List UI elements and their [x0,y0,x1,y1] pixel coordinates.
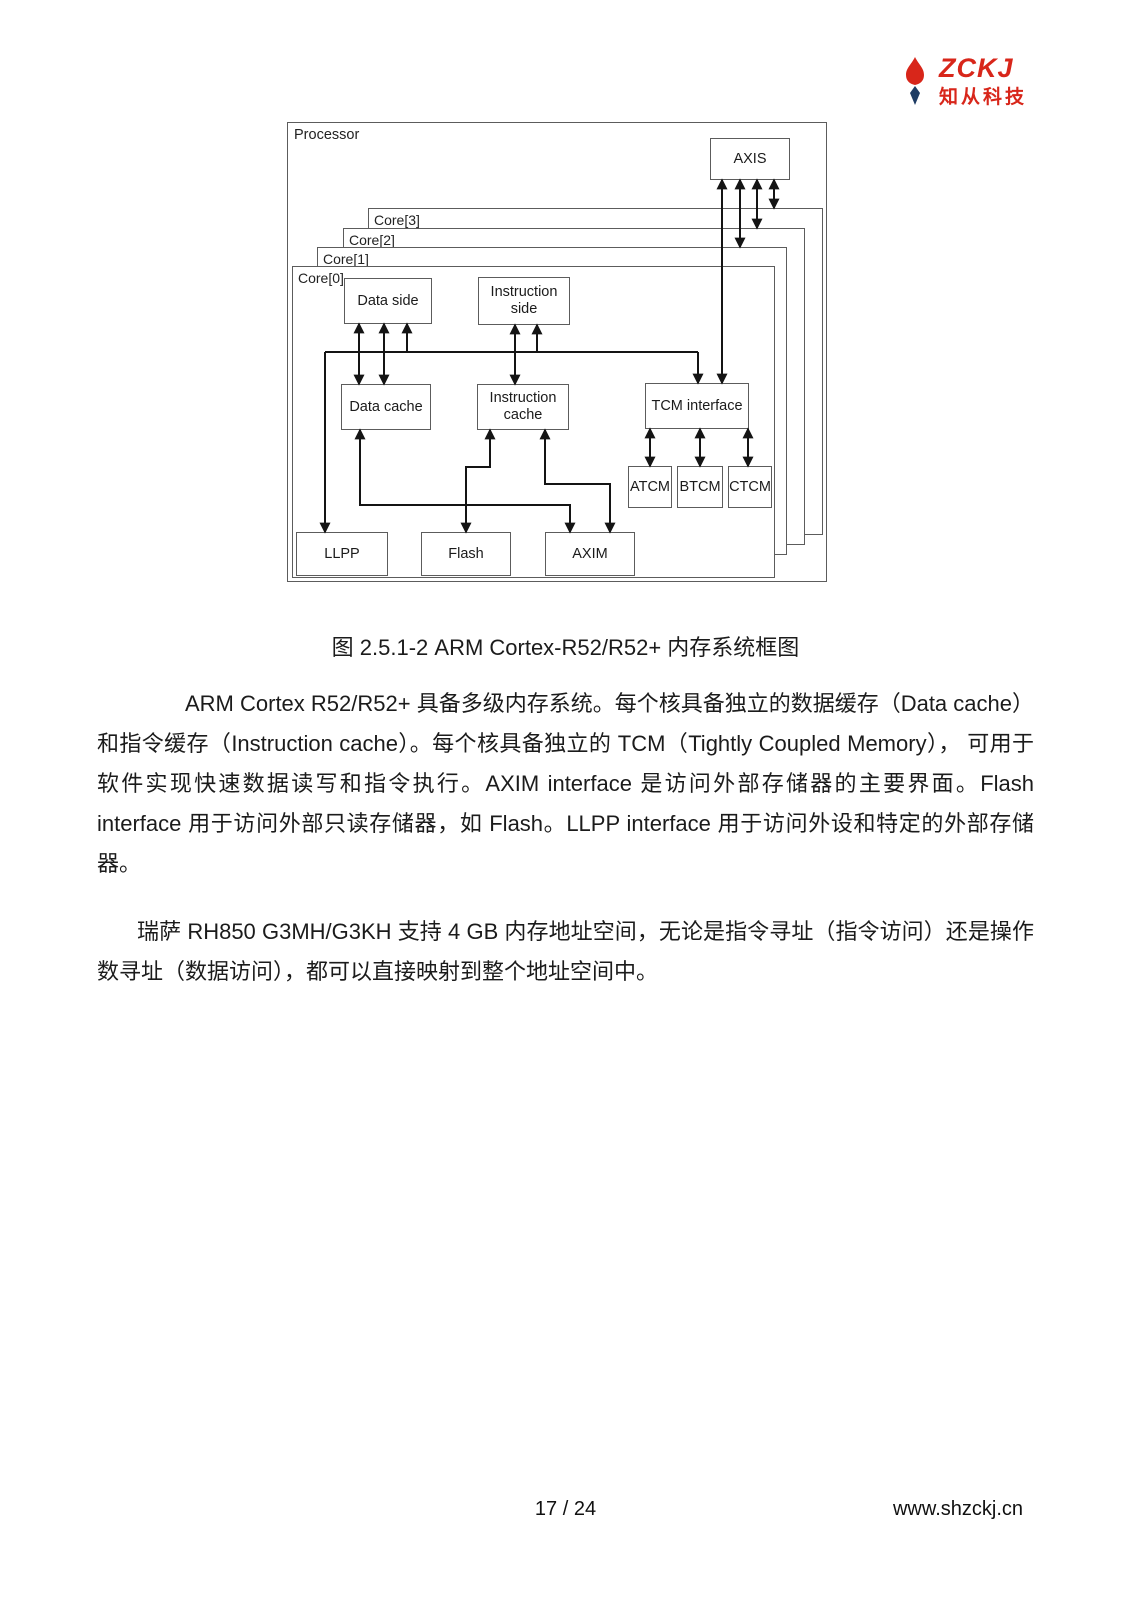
core1-label: Core[1] [323,251,369,267]
axim-box: AXIM [545,532,635,576]
instruction-side-box: Instruction side [478,277,570,325]
data-cache-box: Data cache [341,384,431,430]
website-url: www.shzckj.cn [892,1498,1023,1520]
paragraph-memory-system: ARM Cortex R52/R52+ 具备多级内存系统。每个核具备独立的数据缓… [97,691,1034,876]
paragraph-rh850: 瑞萨 RH850 G3MH/G3KH 支持 4 GB 内存地址空间，无论是指令寻… [97,919,1034,984]
axis-box: AXIS [710,138,790,180]
ctcm-box: CTCM [728,466,772,508]
logo-text: ZCKJ 知从科技 [938,53,1027,108]
llpp-box: LLPP [296,532,388,576]
company-logo: ZCKJ 知从科技 [898,55,1027,112]
memory-system-figure: Processor Core[3] Core[2] Core[1] Core[0… [287,122,827,582]
btcm-box: BTCM [677,466,723,508]
atcm-box: ATCM [628,466,672,508]
figure-caption: 图 2.5.1-2 ARM Cortex-R52/R52+ 内存系统框图 [331,635,800,660]
processor-label: Processor [294,127,360,143]
page-number: 17 / 24 [534,1498,597,1520]
core3-label: Core[3] [374,212,420,228]
logo-brand-chinese: 知从科技 [938,87,1027,108]
flash-box: Flash [421,532,511,576]
core2-label: Core[2] [349,232,395,248]
tcm-interface-box: TCM interface [645,383,749,429]
data-side-box: Data side [344,278,432,324]
logo-brand-text: ZCKJ [938,53,1014,83]
core0-label: Core[0] [298,270,344,286]
body-text: ARM Cortex R52/R52+ 具备多级内存系统。每个核具备独立的数据缓… [97,684,1034,992]
instruction-cache-box: Instruction cache [477,384,569,430]
logo-icon [898,55,932,112]
